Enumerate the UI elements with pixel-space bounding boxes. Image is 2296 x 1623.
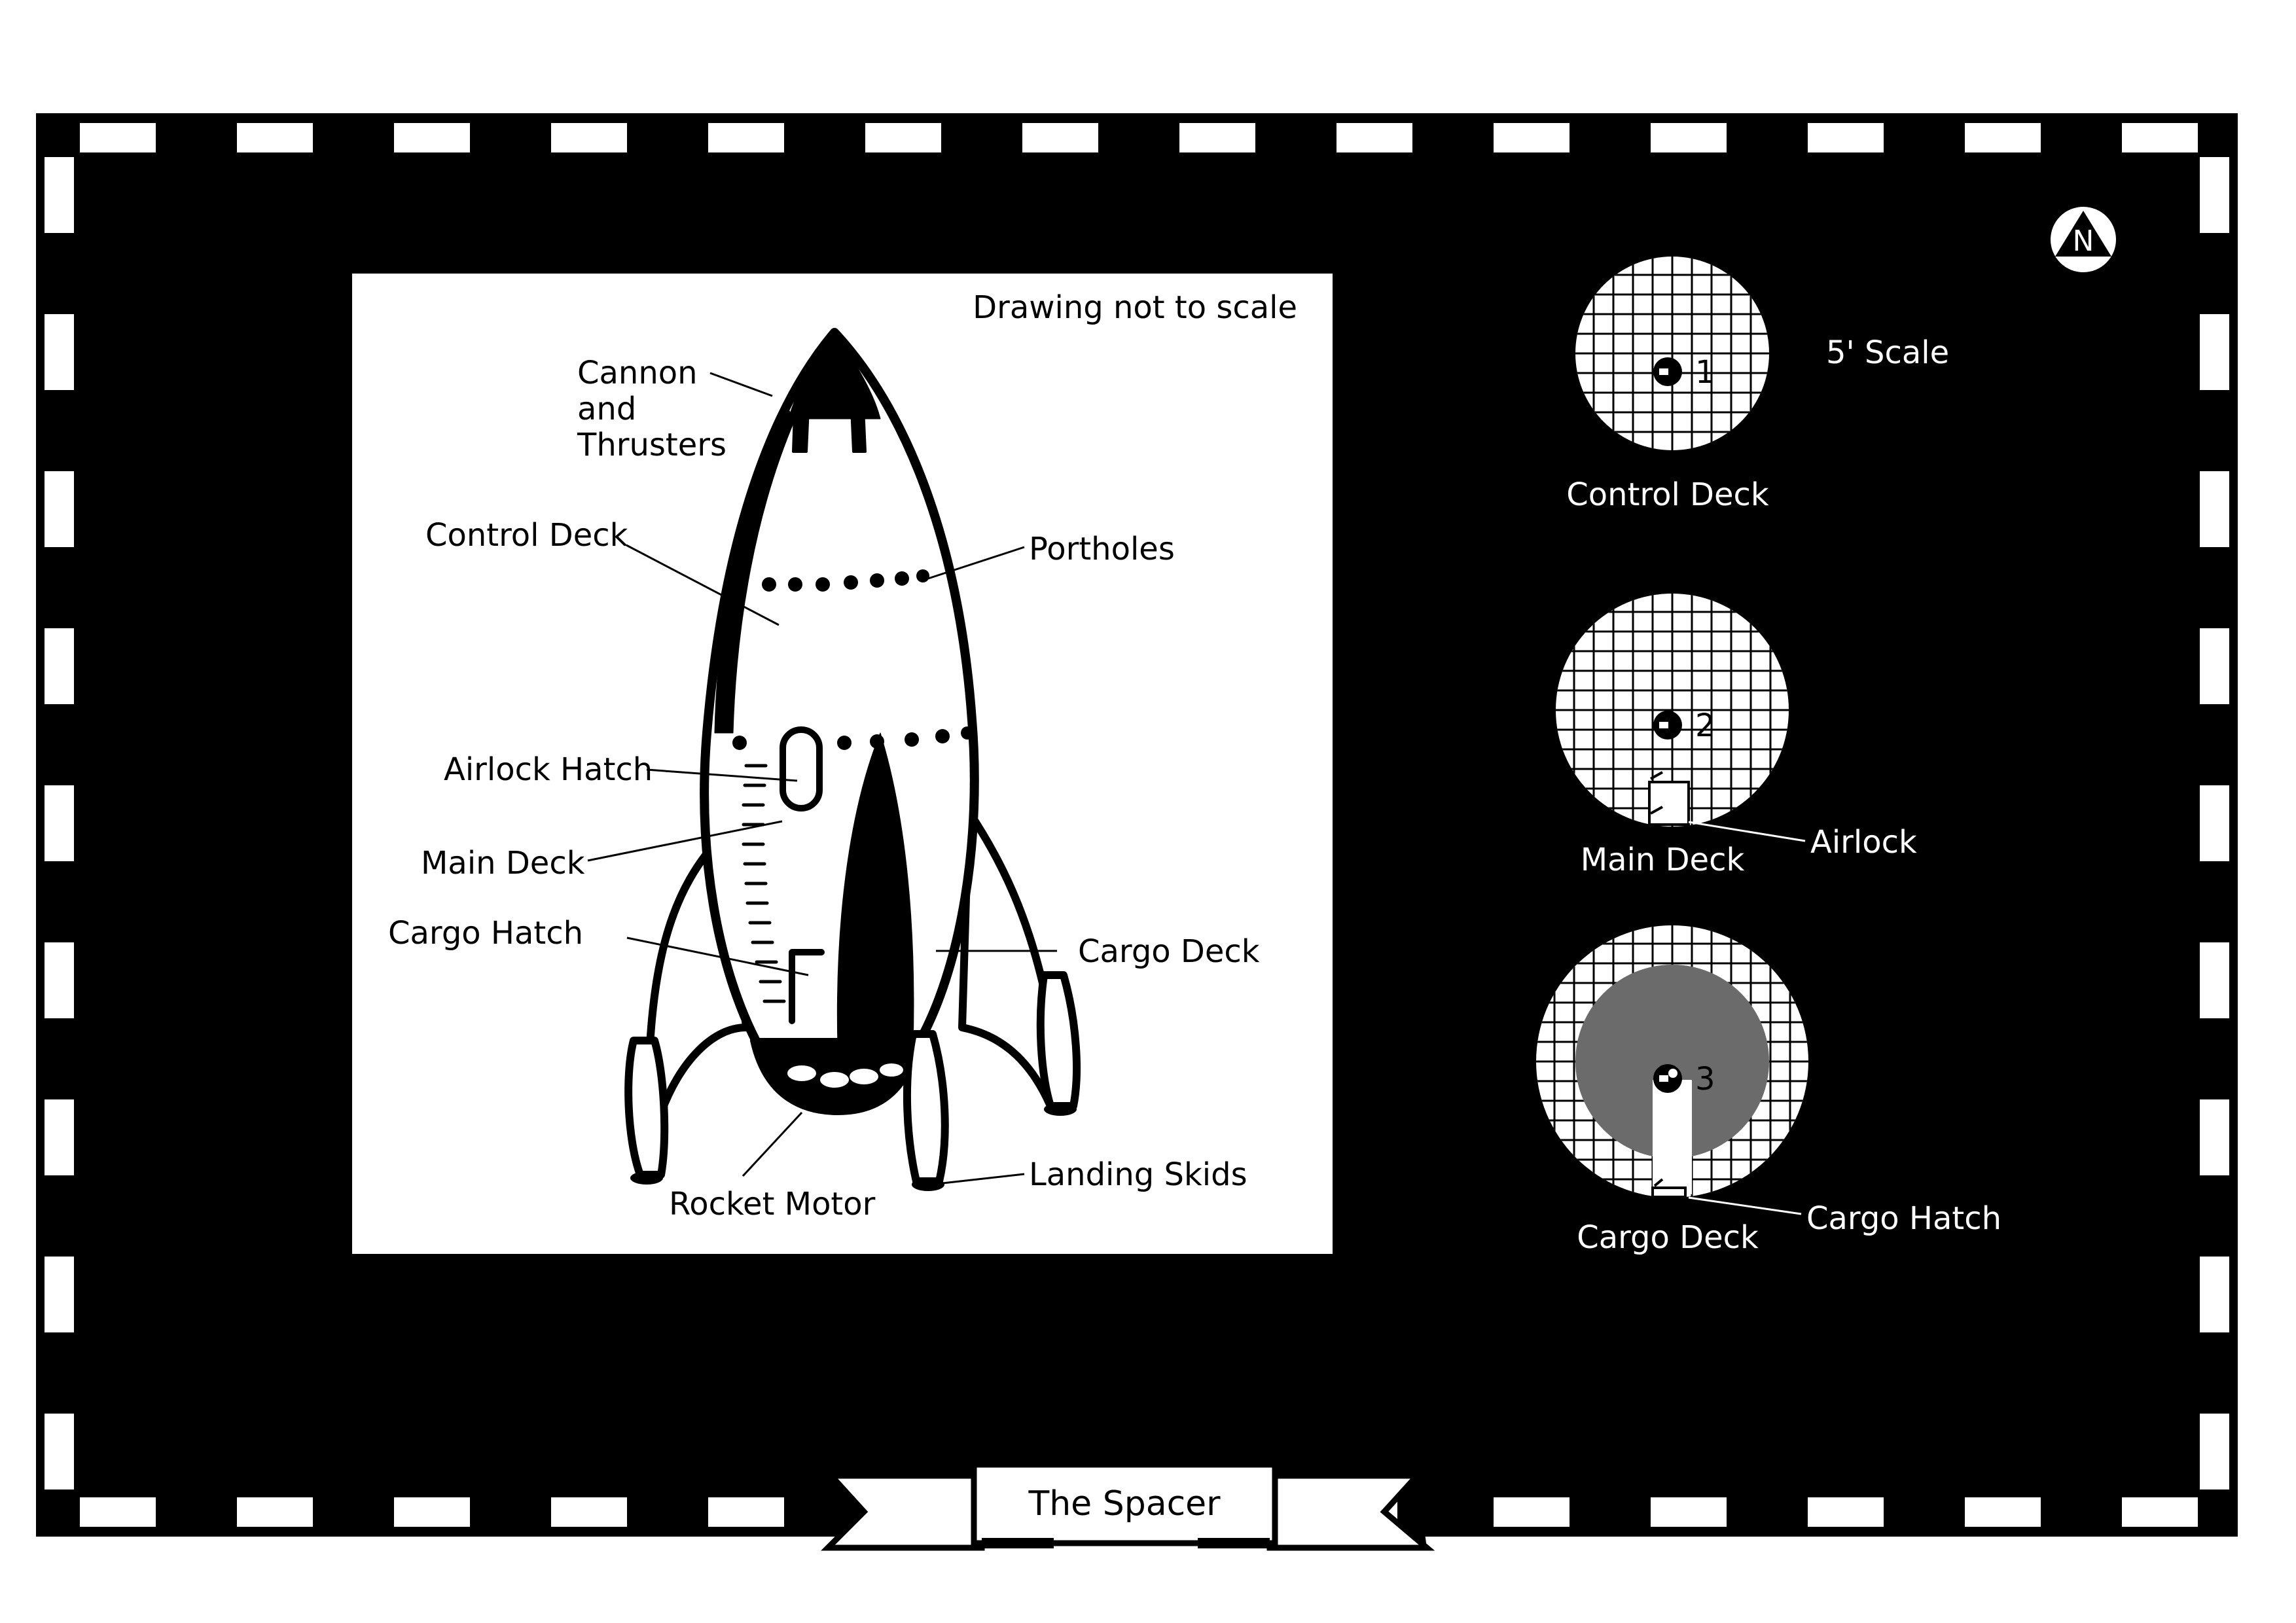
border-dash <box>551 1497 627 1527</box>
border-dash <box>1651 123 1727 152</box>
border-dash <box>1965 1497 2041 1527</box>
deck-name: Cargo Deck <box>1577 1219 1759 1256</box>
border-dash <box>1808 123 1884 152</box>
border-dash <box>237 1497 313 1527</box>
map-title: The Spacer <box>1028 1484 1221 1524</box>
deck-grid <box>1575 257 1769 450</box>
border-dash <box>394 1497 470 1527</box>
border-dash <box>1965 123 2041 152</box>
border-dash <box>2200 314 2229 390</box>
callout-cargo-deck: Cargo Deck <box>1078 933 1260 970</box>
callout-rocket-motor: Rocket Motor <box>669 1186 876 1222</box>
deck-plan-cargo: 3 Cargo Deck Cargo Hatch <box>1536 925 2001 1256</box>
border-dash <box>1336 123 1412 152</box>
border-dash <box>2200 785 2229 861</box>
cargo-hatch-marker <box>1651 1178 1687 1198</box>
callout-cannon-line3: Thrusters <box>577 427 726 463</box>
rocket-airlock-hatch <box>780 726 823 812</box>
callout-cannon-line2: and <box>577 391 636 427</box>
compass-letter: N <box>2073 224 2094 258</box>
rocket-portholes-upper <box>762 569 929 592</box>
border-dash <box>551 123 627 152</box>
border-dash <box>45 157 74 233</box>
border-dash <box>45 628 74 704</box>
rocket-cannon <box>792 391 810 453</box>
callout-landing-skids: Landing Skids <box>1029 1156 1247 1193</box>
deck-plan-main: 2 Main Deck Airlock <box>1556 594 1917 878</box>
border-dash <box>237 123 313 152</box>
deck-number: 3 <box>1695 1061 1715 1097</box>
cargo-area <box>1575 965 1769 1158</box>
callout-airlock-hatch: Airlock Hatch <box>444 751 653 788</box>
border-dash <box>1808 1497 1884 1527</box>
deck-feature-cargo-hatch: Cargo Hatch <box>1806 1200 2001 1237</box>
rocket-motor-vents <box>787 1063 903 1088</box>
rocket-portholes-lower <box>732 726 974 750</box>
rocket-hull-hatching <box>742 764 786 1003</box>
border-dash <box>2122 123 2198 152</box>
deck-number: 1 <box>1695 354 1715 391</box>
border-dash <box>2200 157 2229 233</box>
border-dash <box>2200 1414 2229 1489</box>
border-dash <box>45 1414 74 1489</box>
border-dash <box>80 123 156 152</box>
border-dash <box>1494 123 1570 152</box>
deck-name: Main Deck <box>1581 842 1745 878</box>
callout-labels: Cannon and Thrusters Control Deck Portho… <box>388 355 1260 1222</box>
callout-portholes: Portholes <box>1029 531 1175 567</box>
border-dash <box>708 123 784 152</box>
border-dash <box>865 123 941 152</box>
deck-feature-airlock: Airlock <box>1810 824 1917 861</box>
callout-control-deck: Control Deck <box>425 517 628 554</box>
rocket-cargo-hatch <box>789 949 825 1024</box>
callout-cannon-line1: Cannon <box>577 355 698 391</box>
airlock-marker <box>1648 771 1690 826</box>
border-dash <box>45 314 74 390</box>
rocket-cannon <box>850 391 867 453</box>
landing-skid-right <box>1036 971 1081 1110</box>
border-dash <box>45 471 74 547</box>
border-dash <box>708 1497 784 1527</box>
drawing-scale-note: Drawing not to scale <box>973 289 1297 326</box>
landing-skid-center <box>903 1030 949 1185</box>
cargo-aisle <box>1653 1080 1692 1194</box>
deck-number: 2 <box>1695 707 1715 744</box>
border-dash <box>45 1257 74 1332</box>
border-dash <box>2200 1257 2229 1332</box>
border-dash <box>1022 123 1098 152</box>
border-dash <box>2200 942 2229 1018</box>
border-dash <box>2200 471 2229 547</box>
border-dash <box>1179 123 1255 152</box>
border-dash <box>1651 1497 1727 1527</box>
deck-name: Control Deck <box>1566 476 1769 513</box>
callout-cargo-hatch: Cargo Hatch <box>388 915 583 952</box>
scale-label: 5' Scale <box>1826 334 1949 371</box>
frame-border-dashes <box>45 123 2229 1527</box>
border-dash <box>2200 1099 2229 1175</box>
landing-skid-left <box>624 1037 669 1179</box>
title-banner: The Spacer <box>821 1461 1435 1551</box>
compass-north-icon: N <box>2051 207 2116 272</box>
border-dash <box>45 785 74 861</box>
border-dash <box>45 1099 74 1175</box>
border-dash <box>45 942 74 1018</box>
rocket-illustration <box>624 328 1081 1191</box>
callout-leaders <box>587 372 1057 1185</box>
border-dash <box>2200 628 2229 704</box>
border-dash <box>394 123 470 152</box>
deck-plan-control: 1 Control Deck <box>1566 257 1769 513</box>
border-dash <box>80 1497 156 1527</box>
border-dash <box>1494 1497 1570 1527</box>
callout-main-deck: Main Deck <box>421 845 585 882</box>
border-dash <box>2122 1497 2198 1527</box>
